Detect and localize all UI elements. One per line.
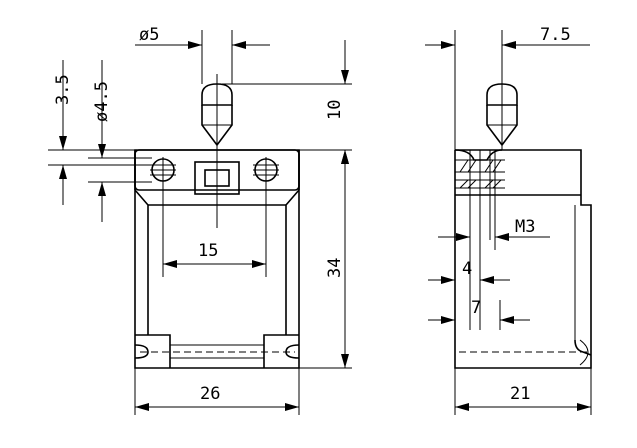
dim-offset-top: 3.5 (48, 60, 150, 205)
dim-body-height-label: 34 (325, 258, 345, 278)
dim-hole-diameter-label: ø4.5 (92, 81, 112, 122)
dim-7-label: 7 (471, 298, 481, 318)
dim-4-label: 4 (462, 259, 472, 279)
front-head (134, 149, 300, 228)
dim-plunger-offset-label: 7.5 (540, 25, 571, 45)
dim-thread-label: M3 (515, 217, 535, 237)
dim-body-depth-label: 21 (510, 384, 530, 404)
dim-thread: M3 (438, 217, 550, 241)
dim-body-height: 34 (299, 150, 352, 369)
dim-hole-spacing-label: 15 (198, 241, 218, 261)
side-plunger (486, 30, 518, 150)
dim-plunger-diameter: ø5 (135, 25, 270, 84)
dim-body-width-label: 26 (200, 384, 220, 404)
dim-plunger-height-label: 10 (325, 100, 345, 120)
dim-4: 4 (428, 259, 510, 284)
side-view: 7.5 M3 4 7 (425, 25, 592, 415)
front-body (134, 150, 300, 369)
side-body (454, 149, 592, 369)
dim-hole-spacing: 15 (163, 241, 266, 268)
dim-offset-top-label: 3.5 (53, 74, 73, 105)
dim-plunger-offset: 7.5 (425, 25, 590, 150)
dim-body-depth: 21 (454, 368, 592, 415)
dim-plunger-height: 10 (222, 40, 352, 368)
dim-body-width: 26 (134, 368, 300, 415)
dim-7: 7 (428, 298, 530, 330)
front-plunger (201, 74, 233, 150)
dim-hole-diameter: ø4.5 (88, 60, 152, 222)
dim-plunger-diameter-label: ø5 (139, 25, 159, 45)
front-view: ø5 10 34 3.5 (48, 25, 352, 415)
